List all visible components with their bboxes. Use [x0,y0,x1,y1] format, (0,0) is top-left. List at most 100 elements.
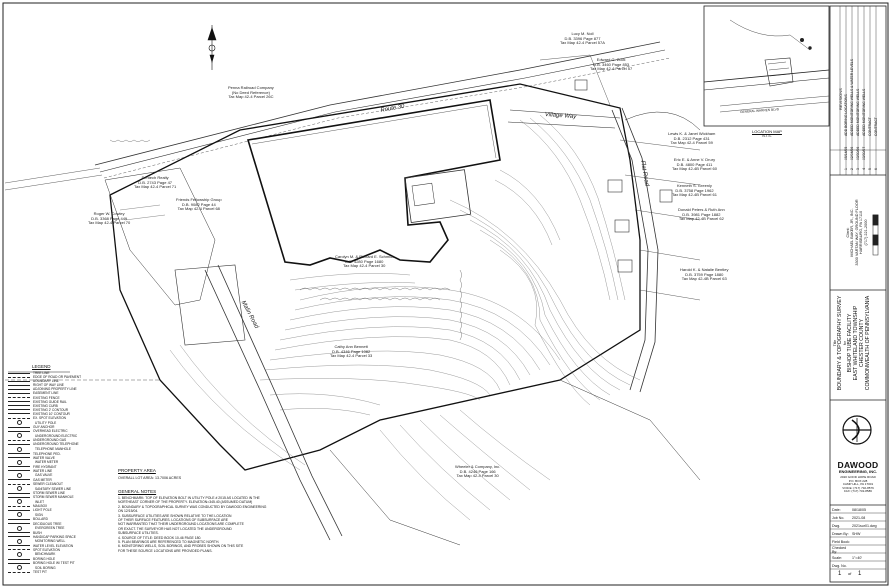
legend-row: TREE LINE [8,371,81,375]
legend-item-label: EXISTING GUIDE RAIL [33,399,67,404]
owner-label-line: Wheeler & Company, Inc. [455,464,501,469]
legend-item-label: EVERGREEN TREE [35,526,65,531]
title-field-value: 2021sur01.dwg [852,524,877,528]
railroad-line-2 [99,49,666,173]
legend-item-label: SIGN [35,512,43,517]
firm-address-line: 2020 GOOD HOPE ROAD [840,475,876,479]
legend-symbol [8,439,30,441]
title-field-label: Drawn By: [832,532,849,536]
owner-label-line: Tax Map 42-4 Parcel 59 [670,140,713,146]
legend-symbol [8,545,30,547]
sheet-number: 1 of 1 [838,571,861,577]
legend-symbol [8,376,30,378]
legend-row: FIRE HYDRANT [8,465,81,469]
legend-symbol [8,558,30,560]
legend-item-label: OVERHEAD ELECTRIC [33,429,68,434]
title-field-row: Dwg.2021sur01.dwg [832,522,885,530]
general-note-line: OR EXACT. THE SURVEYOR HAS NOT LOCATED T… [118,526,232,531]
owner-label-line: D.B. 3396 Page 877 [564,35,601,41]
legend-row: UNDERGROUND TELEPHONE [8,442,81,446]
legend-symbol [17,459,22,465]
owner-label-line: Tax Map 42-4 Parcel 26C [228,94,274,100]
legend-symbol [8,479,30,481]
legend-item-label: MAILBOX [33,504,48,509]
legend-item-label: FIRE HYDRANT [33,464,57,469]
general-note-line: ON 12/15/04. [118,509,139,514]
flat-road-edge-2 [621,107,659,393]
legend-row: SEWER CLEANOUT [8,482,81,486]
firm-address-line: FAX: (717) 732-8586 [844,489,872,494]
house-4 [574,79,588,91]
owner-label-line: Penna Railroad Company [228,85,274,90]
legend-item-label: DECIDUOUS TREE [33,521,62,526]
legend-symbol [17,486,22,492]
title-field-label: Checked By: [832,546,847,554]
revision-desc: CONTRACT [874,117,878,136]
legend-row: WATER LEVEL ELEVATION [8,544,81,548]
legend-symbol [8,443,30,445]
general-note-line: 6. MONITORING WELLS, SOIL BORINGS, AND P… [118,544,244,549]
owner-label-line: Eric E. & Anne V. Drury [673,157,716,162]
legend-item-label: RIGHT OF WAY LINE [33,383,64,388]
legend-item-label: STORM SEWER MANHOLE [33,495,74,500]
legend-item-label: SANITARY SEWER LINE [35,486,72,491]
contours [169,114,641,521]
legend-symbol [17,512,22,518]
general-note-line: SUBSURFACE UTILITIES. [118,531,159,536]
legend-row: STORM SEWER LINE [8,491,81,495]
legend-row: EX. SPOT ELEVATION [8,416,81,420]
owner-label-line: Tax Map 42-4B Parcel 63 [681,276,727,282]
legend-row: BENCHMARK [8,552,81,557]
subject-owner-line: D.B. 4280 Page 1680 [345,258,384,264]
legend-row: TELEPHONE PED. [8,452,81,456]
legend-row: BOLLARD [8,517,81,521]
legend-item-label: EXISTING 10' CONTOUR [33,411,70,416]
location-map-scale: N.T.S. [762,134,772,138]
legend-row: EXISTING GUIDE RAIL [8,400,81,404]
legend-row: ADJOINING PROPERTY LINE [8,387,81,391]
legend-row: EASEMENT LINE [8,391,81,395]
title-field-value: 1"=40' [852,556,863,560]
owner-label-line: Tax Map 42-4 Parcel 71 [134,184,177,190]
title-field-row: Date:08/18/05 [832,506,885,514]
general-note-line: NORTHEAST CORNER OF THE PROPERTY. ELEVAT… [118,500,253,505]
legend-symbol [8,409,30,411]
title-block-frame [829,5,887,583]
legend-item-label: BUSH [33,530,42,535]
legend-symbol [17,420,22,426]
owner-label-line: Tax Map 42-4 Parcel 68 [177,206,220,212]
legend-symbol [8,518,30,520]
subject-owner-label: Carolyn M. & Richard E. Schmidt D.B. 428… [335,254,393,269]
owner-label-line: D.B. 3759 Page 1880 [685,271,724,277]
railroad-line-3 [103,57,671,179]
legend-symbol [8,483,30,485]
legend-symbol [8,536,30,538]
legend-symbol [8,457,30,459]
general-note-line: 4. SOURCE OF TITLE: DEED BOOK 10-46 PAGE… [118,535,202,540]
legend-symbol [8,380,30,382]
firm-address-line: VOICE: (717) 732-8576 [842,485,874,490]
legend-row: WATER LINE [8,469,81,473]
legend-row: SANITARY SEWER LINE [8,486,81,492]
legend-symbol [17,446,22,452]
dawood-logo [842,415,872,445]
legend-symbol [8,417,30,419]
legend-item-label: TEST PIT [33,570,47,575]
legend-item-label: BENCHMARK [35,552,56,557]
legend-symbol [17,565,22,571]
legend-symbol [8,509,30,511]
legend-symbol [8,532,30,534]
legend-row: UTILITY POLE [8,420,81,426]
sheet-of: of [848,571,852,576]
legend-symbol [8,466,30,468]
general-note-line: OF THEIR SURFACE FEATURES. LOCATIONS OF … [118,518,229,523]
